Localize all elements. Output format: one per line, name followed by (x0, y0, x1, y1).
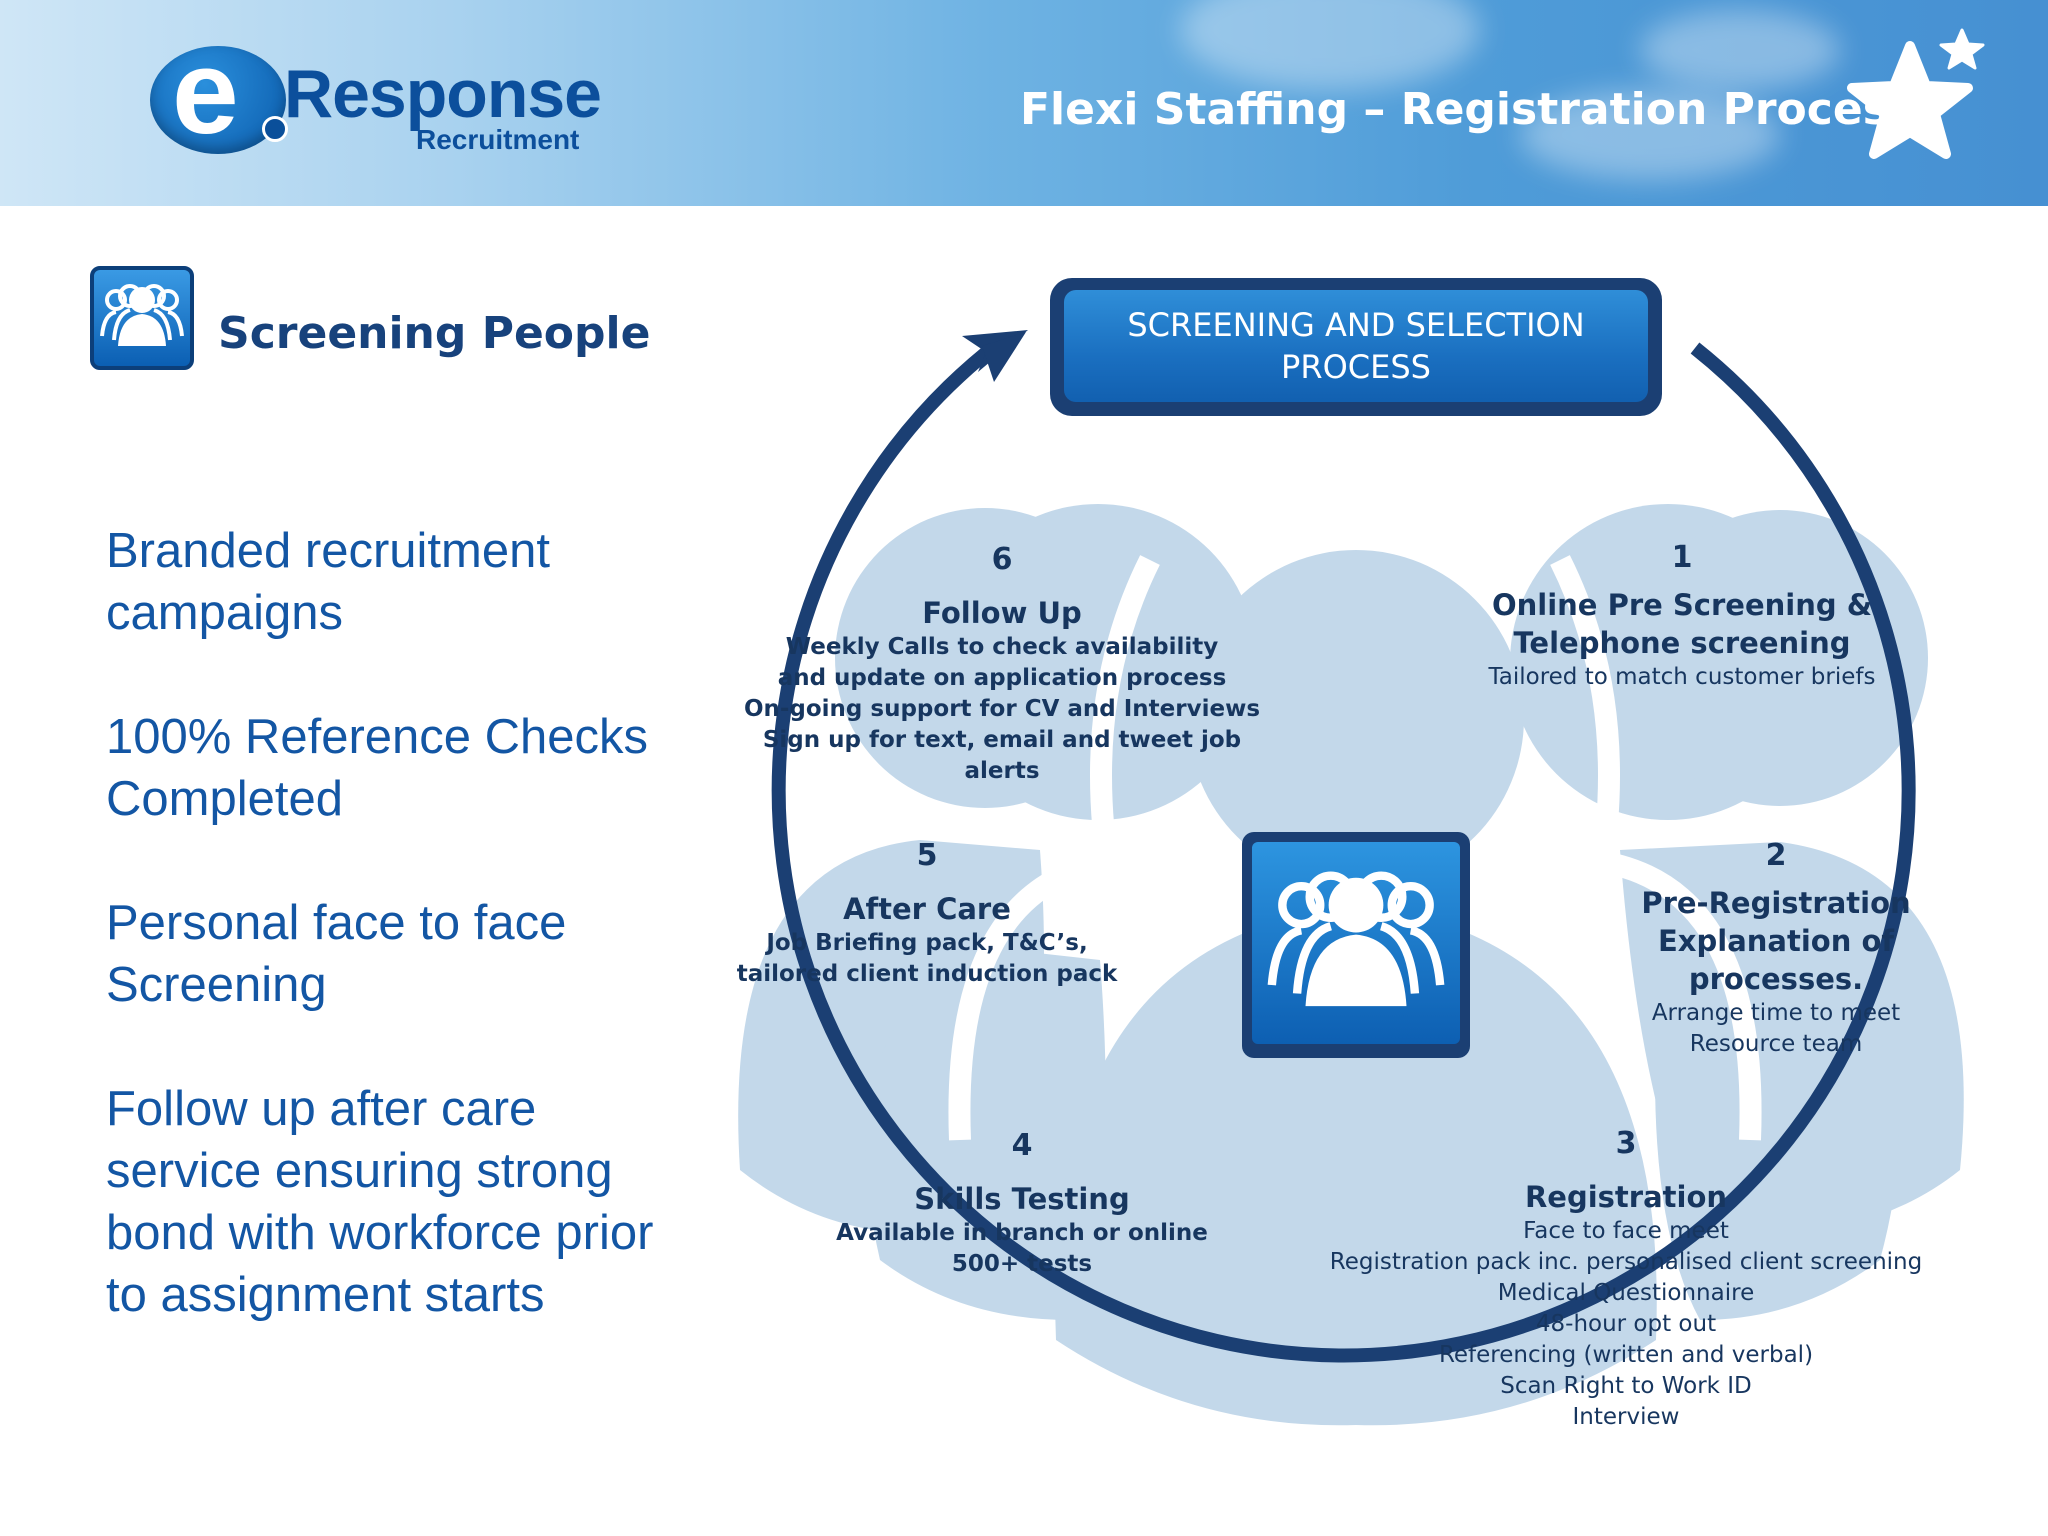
stage-5: 5 After Care Job Briefing pack, T&C’s, t… (727, 838, 1127, 990)
stage-detail: Available in branch or online (836, 1220, 1208, 1246)
star-icon (1847, 28, 1985, 159)
benefit-list: Branded recruitment campaigns 100% Refer… (106, 520, 666, 1388)
process-header-box: SCREENING AND SELECTION PROCESS (1050, 278, 1662, 416)
stage-title: Registration (1524, 1180, 1728, 1214)
logo-dot (262, 116, 288, 142)
stage-detail: 48-hour opt out (1535, 1311, 1717, 1337)
stage-title: After Care (843, 892, 1011, 926)
stage-title: Skills Testing (914, 1182, 1130, 1216)
stage-detail: Interview (1572, 1404, 1680, 1430)
benefit-item: Branded recruitment campaigns (106, 524, 550, 640)
stage-detail: On-going support for CV and Interviews (743, 696, 1261, 722)
stage-3: 3 Registration Face to face meet Registr… (1326, 1126, 1926, 1433)
stage-detail: Referencing (written and verbal) (1438, 1342, 1814, 1368)
header-banner: e Response Recruitment Flexi Staffing – … (0, 0, 2048, 206)
stage-detail: Sign up for text, email and tweet job al… (762, 727, 1242, 784)
cycle-arrow (771, 336, 1916, 1363)
stage-4: 4 Skills Testing Available in branch or … (822, 1128, 1222, 1280)
logo-subtitle: Recruitment (416, 124, 580, 155)
cloud-decoration (1640, 10, 1840, 90)
stage-6: 6 Follow Up Weekly Calls to check availa… (742, 542, 1262, 787)
stage-title: Explanation of processes. (1657, 924, 1894, 996)
stage-detail: Scan Right to Work ID (1500, 1373, 1752, 1399)
stage-title: Pre-Registration (1641, 886, 1911, 920)
stage-detail: Weekly Calls to check availability (785, 634, 1219, 660)
stage-number: 5 (916, 838, 938, 873)
stage-number: 6 (991, 542, 1013, 577)
logo-wordmark: Response (284, 56, 602, 132)
stage-detail: Registration pack inc. personalised clie… (1329, 1249, 1923, 1275)
stage-detail: 500+ tests (951, 1251, 1093, 1277)
section-title: Screening People (218, 308, 651, 359)
stage-number: 3 (1615, 1126, 1637, 1161)
people-silhouette-group (738, 504, 1964, 1426)
stage-1: 1 Online Pre Screening & Telephone scree… (1482, 540, 1882, 693)
stage-detail: Resource team (1689, 1031, 1863, 1057)
benefit-item: Personal face to face Screening (106, 896, 567, 1012)
stage-2: 2 Pre-Registration Explanation of proces… (1576, 838, 1976, 1060)
logo-letter: e (172, 25, 239, 159)
stage-detail: Face to face meet (1523, 1218, 1729, 1244)
benefit-item: Follow up after care service ensuring st… (106, 1082, 654, 1322)
stage-detail: Tailored to match customer briefs (1488, 664, 1876, 690)
arrowhead-icon (982, 332, 1026, 382)
stage-detail: Job Briefing pack, T&C’s, (766, 930, 1088, 956)
stage-title: Telephone screening (1513, 626, 1851, 660)
center-people-icon (1242, 832, 1470, 1058)
stage-title: Online Pre Screening & (1491, 588, 1872, 622)
stage-number: 1 (1671, 540, 1693, 575)
stage-number: 4 (1011, 1128, 1033, 1163)
stage-number: 2 (1765, 838, 1787, 873)
stage-detail: Arrange time to meet (1651, 1000, 1901, 1026)
cloud-decoration (1520, 90, 1780, 180)
page-title: Flexi Staffing – Registration Process (1020, 84, 1916, 135)
people-group-icon (90, 266, 194, 370)
stage-detail: Medical Questionnaire (1497, 1280, 1755, 1306)
eresponse-logo[interactable]: e Response Recruitment (150, 32, 602, 166)
benefit-item: 100% Reference Checks Completed (106, 710, 649, 826)
stage-detail: and update on application process (777, 665, 1227, 691)
stage-detail: tailored client induction pack (736, 961, 1118, 987)
process-label: SCREENING AND SELECTION PROCESS (1127, 306, 1585, 386)
stage-title: Follow Up (922, 596, 1082, 630)
